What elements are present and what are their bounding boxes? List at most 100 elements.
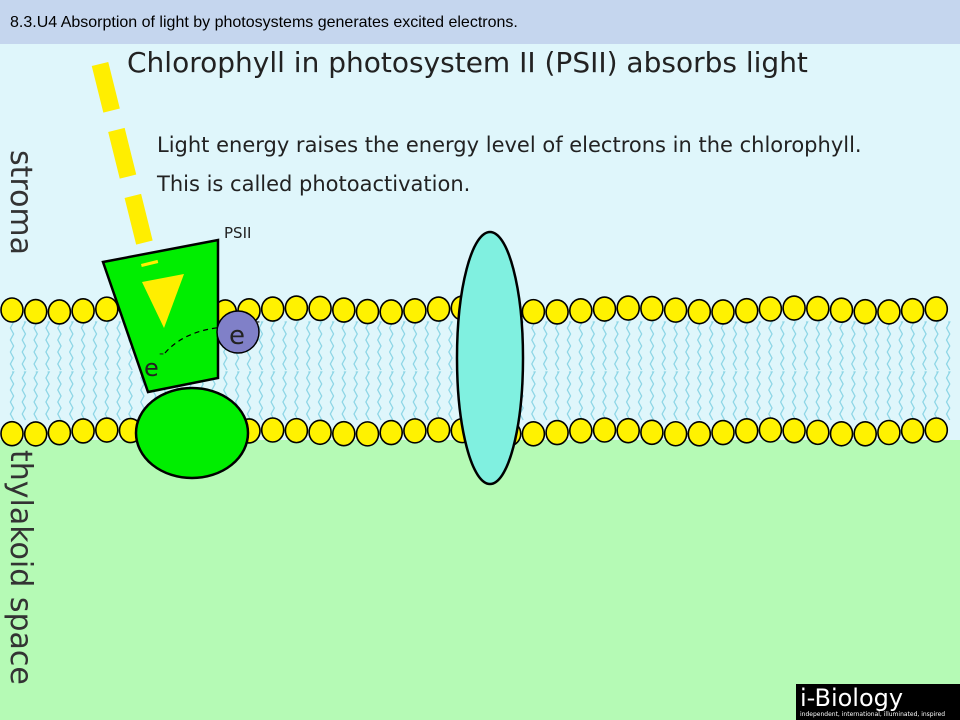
phospholipid-head [379,419,404,446]
phospholipid-tail [708,371,714,421]
phospholipid-tail [282,321,288,371]
phospholipid-head [568,297,593,324]
excited-electron-symbol: e [229,321,245,351]
phospholipid-tail [933,371,939,421]
phospholipid-head [640,419,664,446]
phospholipid-tail [294,321,300,371]
phospholipid-tail [886,371,892,421]
phospholipid-tail [696,371,702,421]
phospholipid-tail [803,321,809,371]
phospholipid-tail [412,371,418,421]
logo-name: i-Biology [800,684,904,712]
phospholipid-tail [791,321,797,371]
phospholipid-tail [329,321,335,371]
phospholipid-tail [933,321,939,371]
phospholipid-tail [365,371,371,421]
phospholipid-head [687,298,712,325]
phospholipid-tail [945,371,951,421]
phospholipid-tail [756,371,762,421]
phospholipid-head [0,297,24,323]
phospholipid-tail [637,321,643,371]
phospholipid-tail [353,321,359,371]
phospholipid-tail [9,371,15,421]
phospholipid-tail [637,371,643,421]
phospholipid-tail [673,371,679,421]
phospholipid-tail [531,321,537,371]
phospholipid-tail [768,371,774,421]
phospholipid-head [379,299,404,325]
phospholipid-head [805,419,830,446]
phospholipid-tail [851,371,857,421]
phospholipid-head [616,295,641,321]
phospholipid-head [23,298,48,325]
phospholipid-head [687,421,712,447]
description-line-2: This is called photoactivation. [157,172,471,196]
phospholipid-head [284,417,309,444]
phospholipid-tail [602,371,608,421]
light-ray-arrowhead [142,274,184,328]
phospholipid-tail [436,371,442,421]
i-biology-logo: i-Biology independent, international, il… [796,684,960,720]
phospholipid-head [545,299,569,325]
phospholipid-tail [258,371,264,421]
phospholipid-tail [68,321,74,371]
phospholipid-head [900,297,925,324]
excited-electron [216,310,260,354]
phospholipid-tail [898,321,904,371]
phospholipid-head [71,298,95,324]
phospholipid-head [308,419,332,446]
phospholipid-tail [732,321,738,371]
phospholipid-tail [685,371,691,421]
phospholipid-tail [21,321,27,371]
phospholipid-head [47,299,72,325]
phospholipid-head [663,420,688,447]
psii-reaction-center [134,386,250,480]
phospholipid-tail [661,371,667,421]
phospholipid-head [403,418,427,444]
phospholipid-head [758,417,783,443]
phospholipid-tail [815,321,821,371]
phospholipid-tail [649,321,655,371]
thylakoid-space-label: thylakoid space [3,450,38,685]
phospholipid-tail [377,321,383,371]
phospholipid-tail [874,321,880,371]
phospholipid-tail [744,321,750,371]
phospholipid-tail [578,321,584,371]
phospholipid-tail [436,321,442,371]
phospholipid-tails [9,321,951,421]
phospholipid-tail [317,371,323,421]
phospholipid-tail [542,371,548,421]
phospholipid-tail [542,321,548,371]
phospholipid-tail [614,371,620,421]
phospholipid-tail [566,371,572,421]
phospholipid-head [95,296,119,322]
phospholipid-tail [531,371,537,421]
ground-electron-charge: - [159,346,164,362]
phospholipid-tail [400,321,406,371]
phospholipid-tail [258,321,264,371]
phospholipid-head [331,297,356,323]
logo-tagline: independent, international, illuminated,… [800,711,946,718]
phospholipid-head [782,417,806,444]
phospholipid-tail [803,371,809,421]
phospholipid-tail [602,321,608,371]
psii-label: PSII [224,224,251,242]
phospholipid-tail [353,371,359,421]
phospholipid-tail [732,371,738,421]
phospholipid-tail [317,321,323,371]
phospholipid-tail [448,321,454,371]
phospholipid-tail [625,321,631,371]
phospholipid-tail [9,321,15,371]
phospholipid-tail [590,371,596,421]
phospholipid-tail [270,321,276,371]
phospholipid-tail [862,371,868,421]
phospholipid-head [663,297,688,323]
phospholipid-head [640,295,664,322]
stroma-label: stroma [3,150,38,256]
phospholipid-tail [768,321,774,371]
phospholipid-head [734,418,759,444]
phospholipid-head [805,295,830,322]
phospholipid-tail [756,321,762,371]
phospholipid-tail [68,371,74,421]
